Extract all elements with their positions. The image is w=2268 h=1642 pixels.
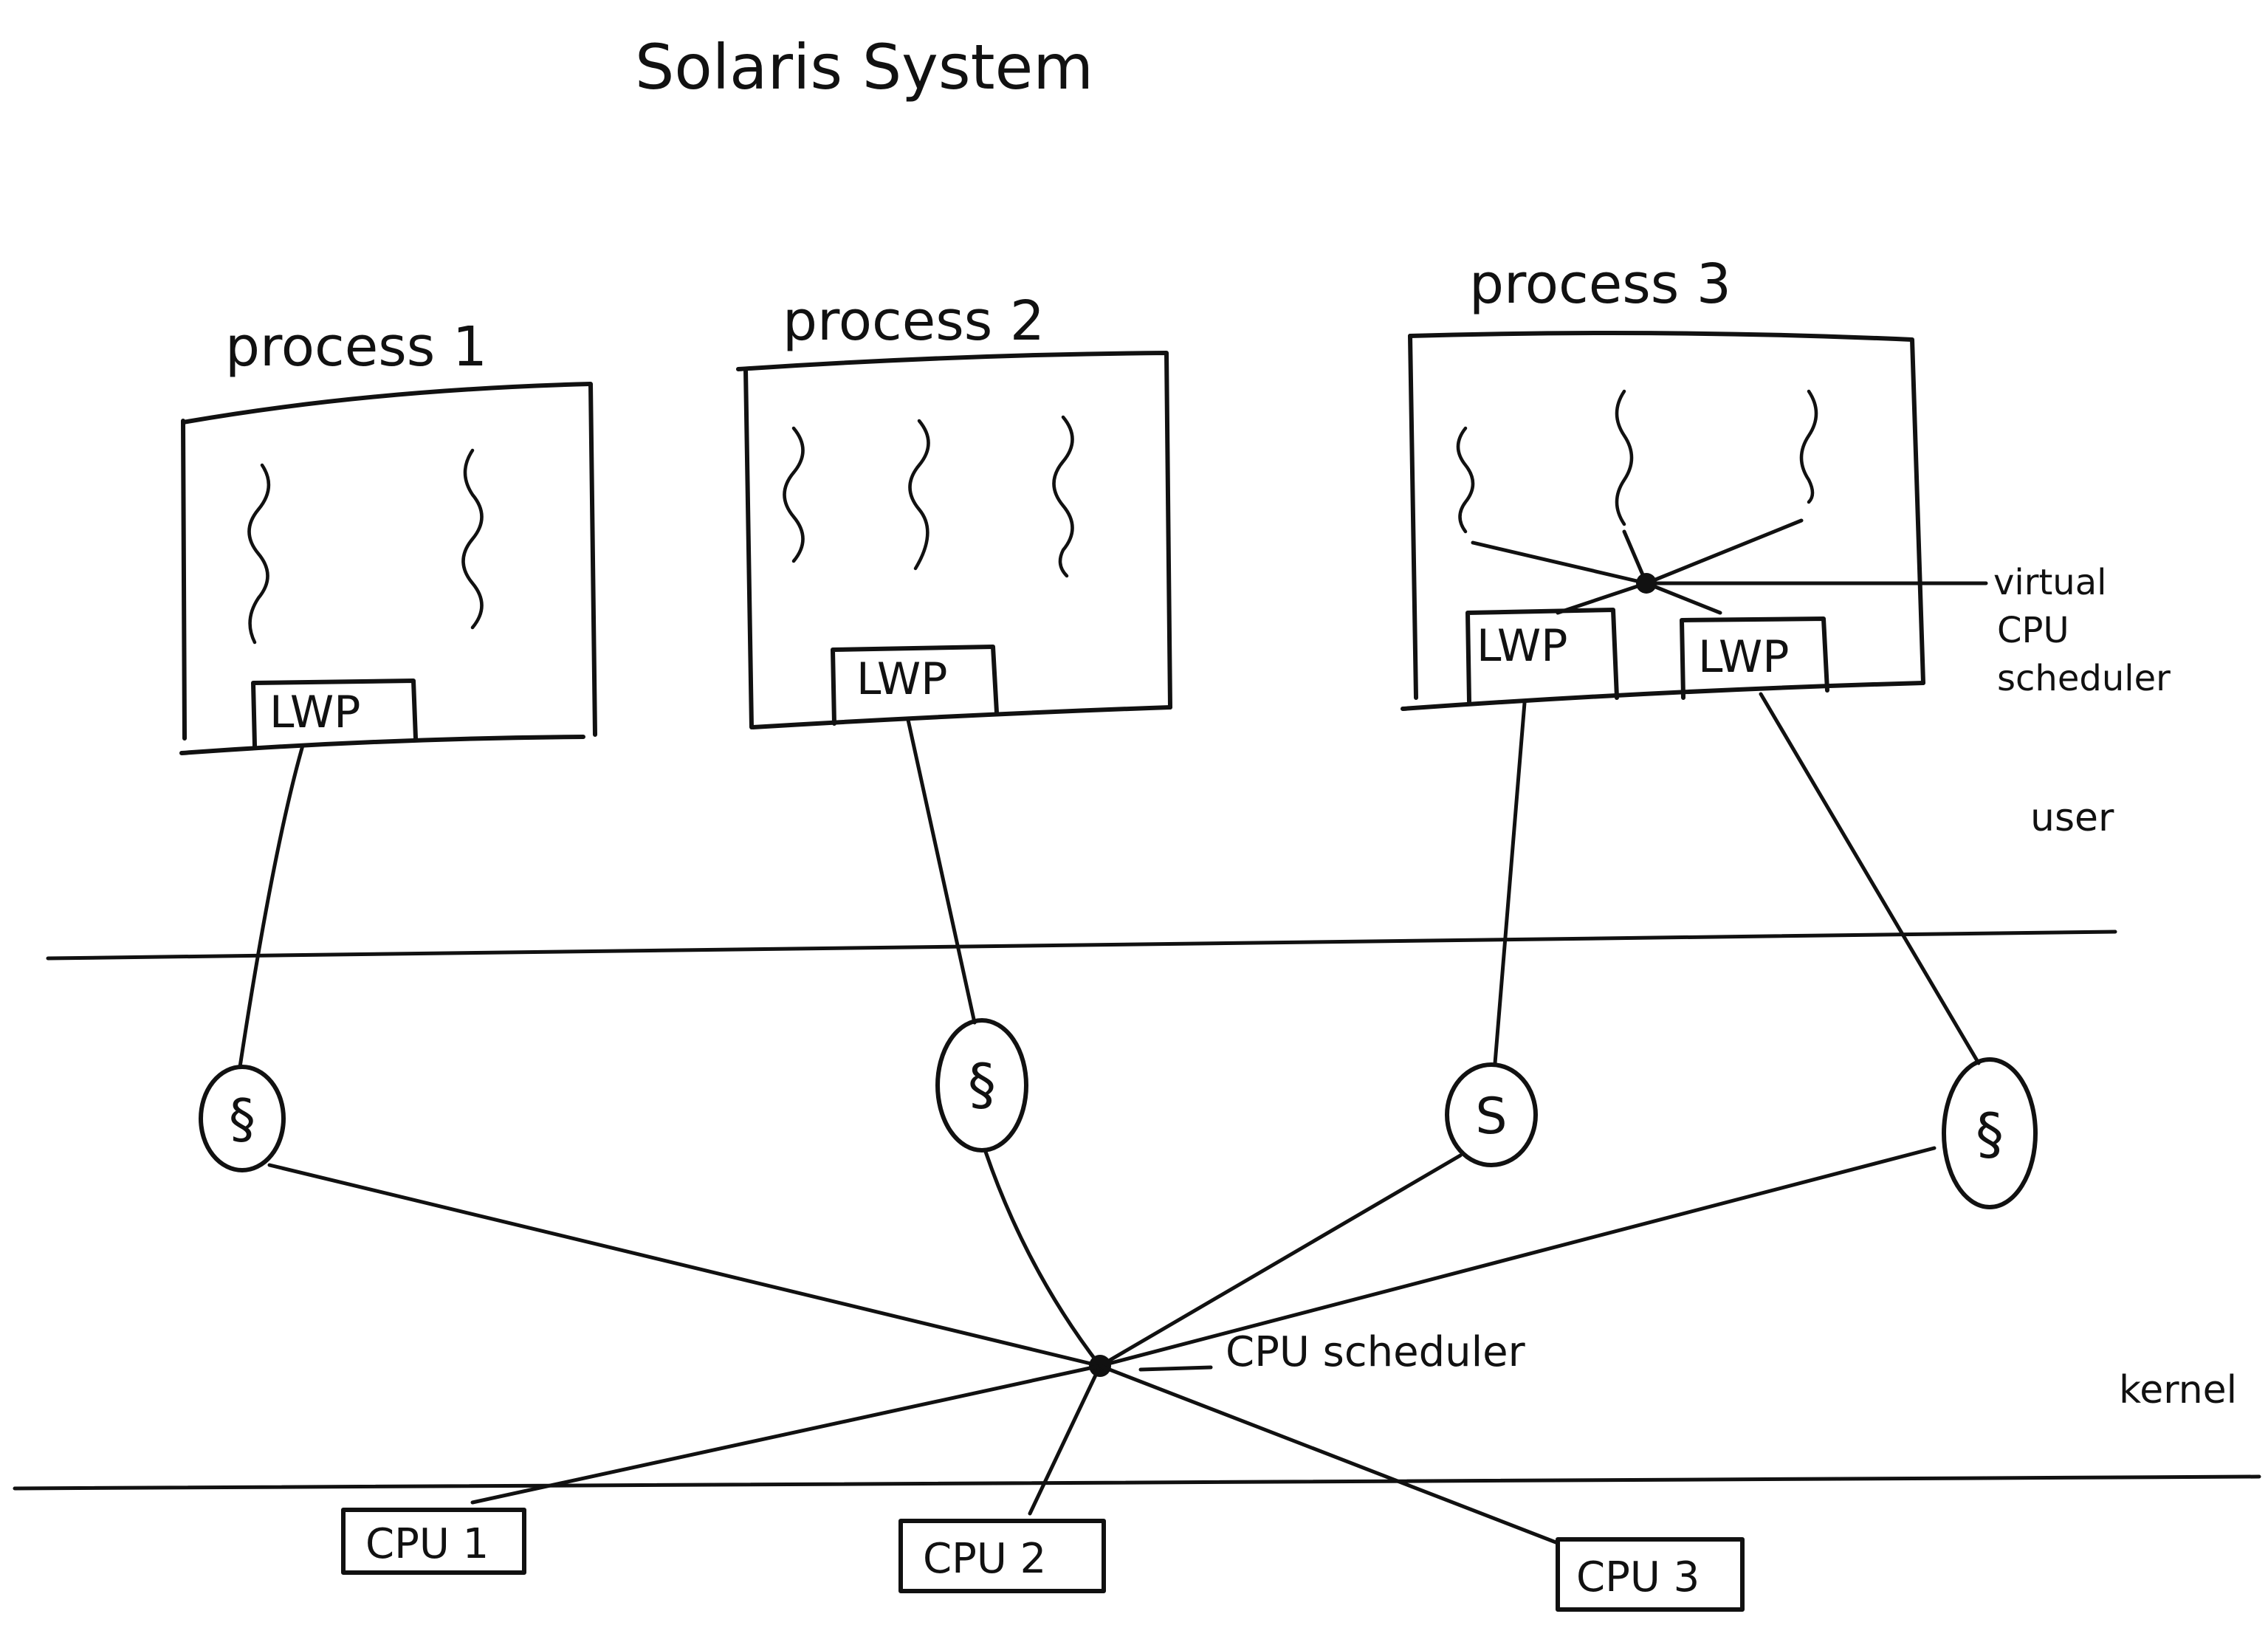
cpu-3-label: CPU 3 — [1576, 1553, 1700, 1601]
virtual-scheduler-dot — [1636, 573, 1657, 594]
process-2-box — [736, 351, 1172, 729]
lwp-label: LWP — [856, 653, 947, 705]
process-1-label: process 1 — [225, 315, 487, 379]
virtual-scheduler-line — [1644, 581, 1722, 615]
thread-squiggle — [1456, 426, 1475, 534]
thread-squiggle — [1052, 415, 1074, 578]
kernel-thread-4: § — [1942, 1057, 2038, 1209]
process-2-label: process 2 — [783, 289, 1045, 353]
thread-squiggle — [1615, 389, 1634, 526]
scheduler-to-cpu-line — [470, 1364, 1102, 1505]
virtual-scheduler-line — [1556, 581, 1649, 615]
kthread-to-scheduler-line — [1098, 1153, 1463, 1368]
virtual-label-line-2: CPU — [1997, 610, 2069, 651]
diagram-title: Solaris System — [635, 31, 1093, 103]
lwp-label: LWP — [1698, 631, 1789, 683]
kernel-thread-glyph: § — [229, 1088, 255, 1150]
lwp-box-process-1: LWP — [251, 679, 418, 748]
thread-squiggle — [461, 448, 484, 630]
process-3-box — [1401, 331, 1925, 711]
virtual-cpu-scheduler-label: virtual CPU scheduler — [1993, 562, 2171, 699]
thread-squiggle — [247, 463, 271, 645]
cpu-1-box: CPU 1 — [341, 1508, 526, 1575]
lwp-box-process-3a: LWP — [1465, 608, 1619, 704]
kthread-to-scheduler-line — [1098, 1146, 1937, 1368]
kernel-thread-glyph: S — [1475, 1088, 1507, 1146]
lwp-to-kthread-line — [906, 718, 977, 1025]
cpu-3-box: CPU 3 — [1556, 1537, 1745, 1612]
lwp-label: LWP — [1477, 620, 1567, 672]
kernel-thread-2: § — [935, 1018, 1028, 1153]
lwp-label: LWP — [269, 687, 360, 738]
cpu-scheduler-pointer — [1138, 1365, 1213, 1372]
scheduler-to-cpu-line — [1028, 1364, 1102, 1516]
kernel-thread-3: S — [1445, 1062, 1538, 1167]
virtual-label-line-3: scheduler — [1997, 658, 2171, 699]
user-region-label: user — [2030, 796, 2114, 840]
thread-squiggle — [1799, 389, 1818, 504]
cpu-1-label: CPU 1 — [365, 1520, 489, 1568]
thread-squiggle — [908, 419, 930, 571]
kthread-to-scheduler-line — [983, 1150, 1102, 1368]
kernel-thread-glyph: § — [968, 1051, 996, 1117]
virtual-label-line-1: virtual — [1993, 562, 2106, 603]
user-kernel-separator — [46, 930, 2117, 961]
lwp-to-kthread-line — [1493, 701, 1527, 1065]
process-1-box — [179, 382, 597, 755]
lwp-to-kthread-line — [238, 743, 305, 1069]
cpu-2-label: CPU 2 — [923, 1535, 1046, 1583]
lwp-box-process-2: LWP — [831, 645, 999, 726]
lwp-box-process-3b: LWP — [1680, 616, 1829, 700]
kernel-hardware-separator — [13, 1474, 2261, 1491]
virtual-scheduler-line — [1471, 540, 1649, 585]
process-3-label: process 3 — [1469, 253, 1731, 316]
lwp-to-kthread-line — [1759, 692, 1981, 1065]
thread-squiggle — [783, 426, 805, 563]
kernel-region-label: kernel — [2119, 1368, 2237, 1412]
kernel-thread-1: § — [199, 1065, 286, 1172]
kernel-thread-glyph: § — [1976, 1101, 2004, 1167]
kthread-to-scheduler-line — [267, 1163, 1102, 1368]
cpu-scheduler-label: CPU scheduler — [1226, 1328, 1526, 1376]
cpu-2-box: CPU 2 — [898, 1519, 1106, 1593]
virtual-scheduler-line — [1644, 518, 1804, 585]
scheduler-to-cpu-line — [1098, 1364, 1560, 1545]
